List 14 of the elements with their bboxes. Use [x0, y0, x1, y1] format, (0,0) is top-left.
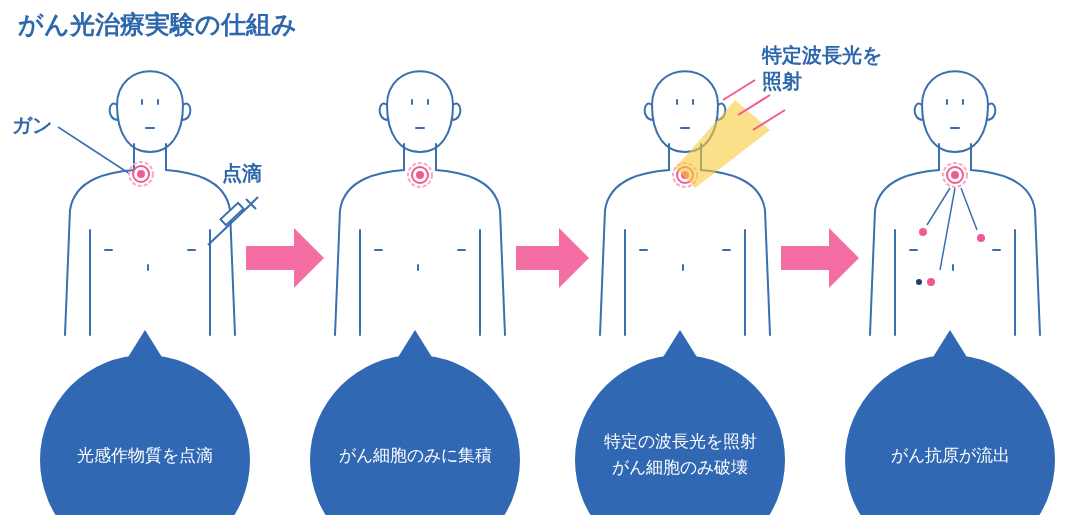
step-text: 光感作物質を点滴 — [76, 444, 214, 467]
tumor-mark — [128, 161, 154, 187]
step-text: がん細胞のみに集積 — [337, 444, 493, 467]
arrow — [781, 228, 859, 288]
arrow — [246, 228, 324, 288]
callout-label: ガン — [12, 112, 52, 139]
arrow — [516, 228, 589, 288]
callout-label: 特定波長光を照射 — [762, 42, 882, 94]
leader-line — [57, 126, 131, 175]
step-text: 特定の波長光を照射 — [602, 430, 758, 453]
step-text: がん抗原が流出 — [889, 444, 1011, 467]
step-text: がん細胞のみ破壊 — [611, 456, 749, 479]
callout-label: 点滴 — [222, 160, 262, 187]
title: がん光治療実験の仕組み — [18, 9, 297, 41]
